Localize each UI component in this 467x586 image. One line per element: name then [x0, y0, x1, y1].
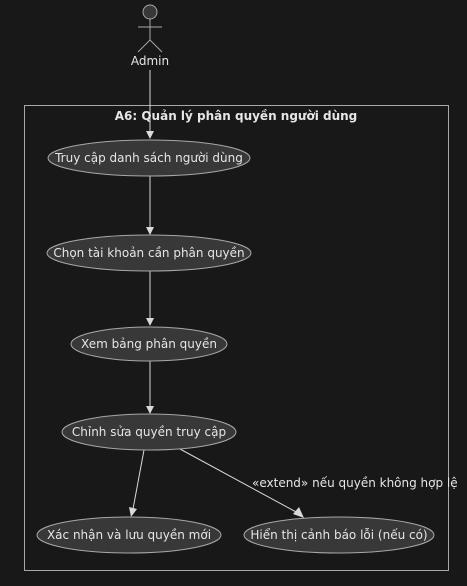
- arrowhead: [146, 406, 154, 414]
- actor-label: Admin: [131, 54, 169, 68]
- use-case-uc6[interactable]: Hiển thị cảnh báo lỗi (nếu có): [243, 516, 435, 554]
- use-case-uc3[interactable]: Xem bảng phân quyền: [70, 326, 228, 362]
- arrowhead: [146, 131, 154, 139]
- edge-uc4-uc6: [179, 448, 299, 514]
- actor-right-leg: [149, 39, 163, 53]
- actor-left-leg: [137, 39, 151, 53]
- use-case-uc4[interactable]: Chỉnh sửa quyền truy cập: [61, 413, 237, 451]
- arrowhead: [293, 507, 304, 518]
- use-case-shape: [36, 516, 222, 554]
- system-title: A6: Quản lý phân quyền người dùng: [115, 109, 358, 123]
- use-case-shape: [243, 516, 435, 554]
- use-case-uc1[interactable]: Truy cập danh sách người dùng: [47, 139, 251, 177]
- use-case-label: Hiển thị cảnh báo lỗi (nếu có): [250, 528, 427, 542]
- stick-figure-actor-icon: [142, 4, 158, 20]
- use-case-shape: [61, 413, 237, 451]
- edges: «extend» nếu quyền không hợp lệ: [129, 70, 458, 518]
- edge-uc4-uc5: [132, 449, 145, 510]
- use-case-label: Chọn tài khoản cần phân quyền: [53, 246, 244, 260]
- use-case-label: Chỉnh sửa quyền truy cập: [72, 425, 226, 439]
- use-case-shape: [46, 234, 252, 272]
- actor-admin[interactable]: Admin: [131, 4, 169, 68]
- use-case-shape: [47, 139, 251, 177]
- arrowhead: [129, 507, 137, 517]
- use-case-shape: [70, 326, 228, 362]
- use-case-label: Xem bảng phân quyền: [81, 337, 217, 351]
- use-case-uc2[interactable]: Chọn tài khoản cần phân quyền: [46, 234, 252, 272]
- use-case-label: Xác nhận và lưu quyền mới: [47, 528, 211, 542]
- extend-label: «extend» nếu quyền không hợp lệ: [252, 476, 458, 490]
- use-case-label: Truy cập danh sách người dùng: [54, 151, 243, 165]
- arrowhead: [146, 227, 154, 235]
- arrowhead: [146, 318, 154, 326]
- use-case-uc5[interactable]: Xác nhận và lưu quyền mới: [36, 516, 222, 554]
